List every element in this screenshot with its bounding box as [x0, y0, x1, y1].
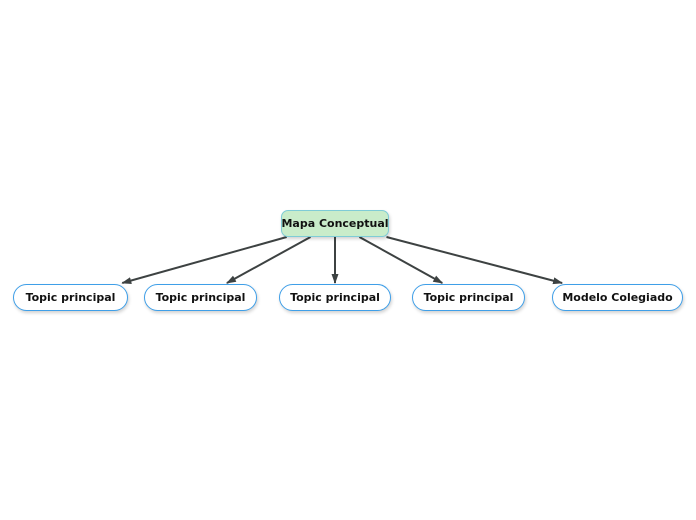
connector-arrow	[386, 236, 564, 285]
root-node-mapa-conceptual[interactable]: Mapa Conceptual	[281, 210, 389, 237]
child-node-modelo-colegiado[interactable]: Modelo Colegiado	[552, 284, 683, 311]
connector-arrow	[358, 236, 444, 284]
connector-arrow	[121, 236, 287, 284]
child-node-topic-principal-2[interactable]: Topic principal	[144, 284, 257, 311]
child-node-topic-principal-1[interactable]: Topic principal	[13, 284, 128, 311]
child-node-topic-principal-4[interactable]: Topic principal	[412, 284, 525, 311]
connector-lines	[121, 236, 564, 285]
child-node-topic-principal-3[interactable]: Topic principal	[279, 284, 391, 311]
connector-arrow	[226, 236, 311, 284]
